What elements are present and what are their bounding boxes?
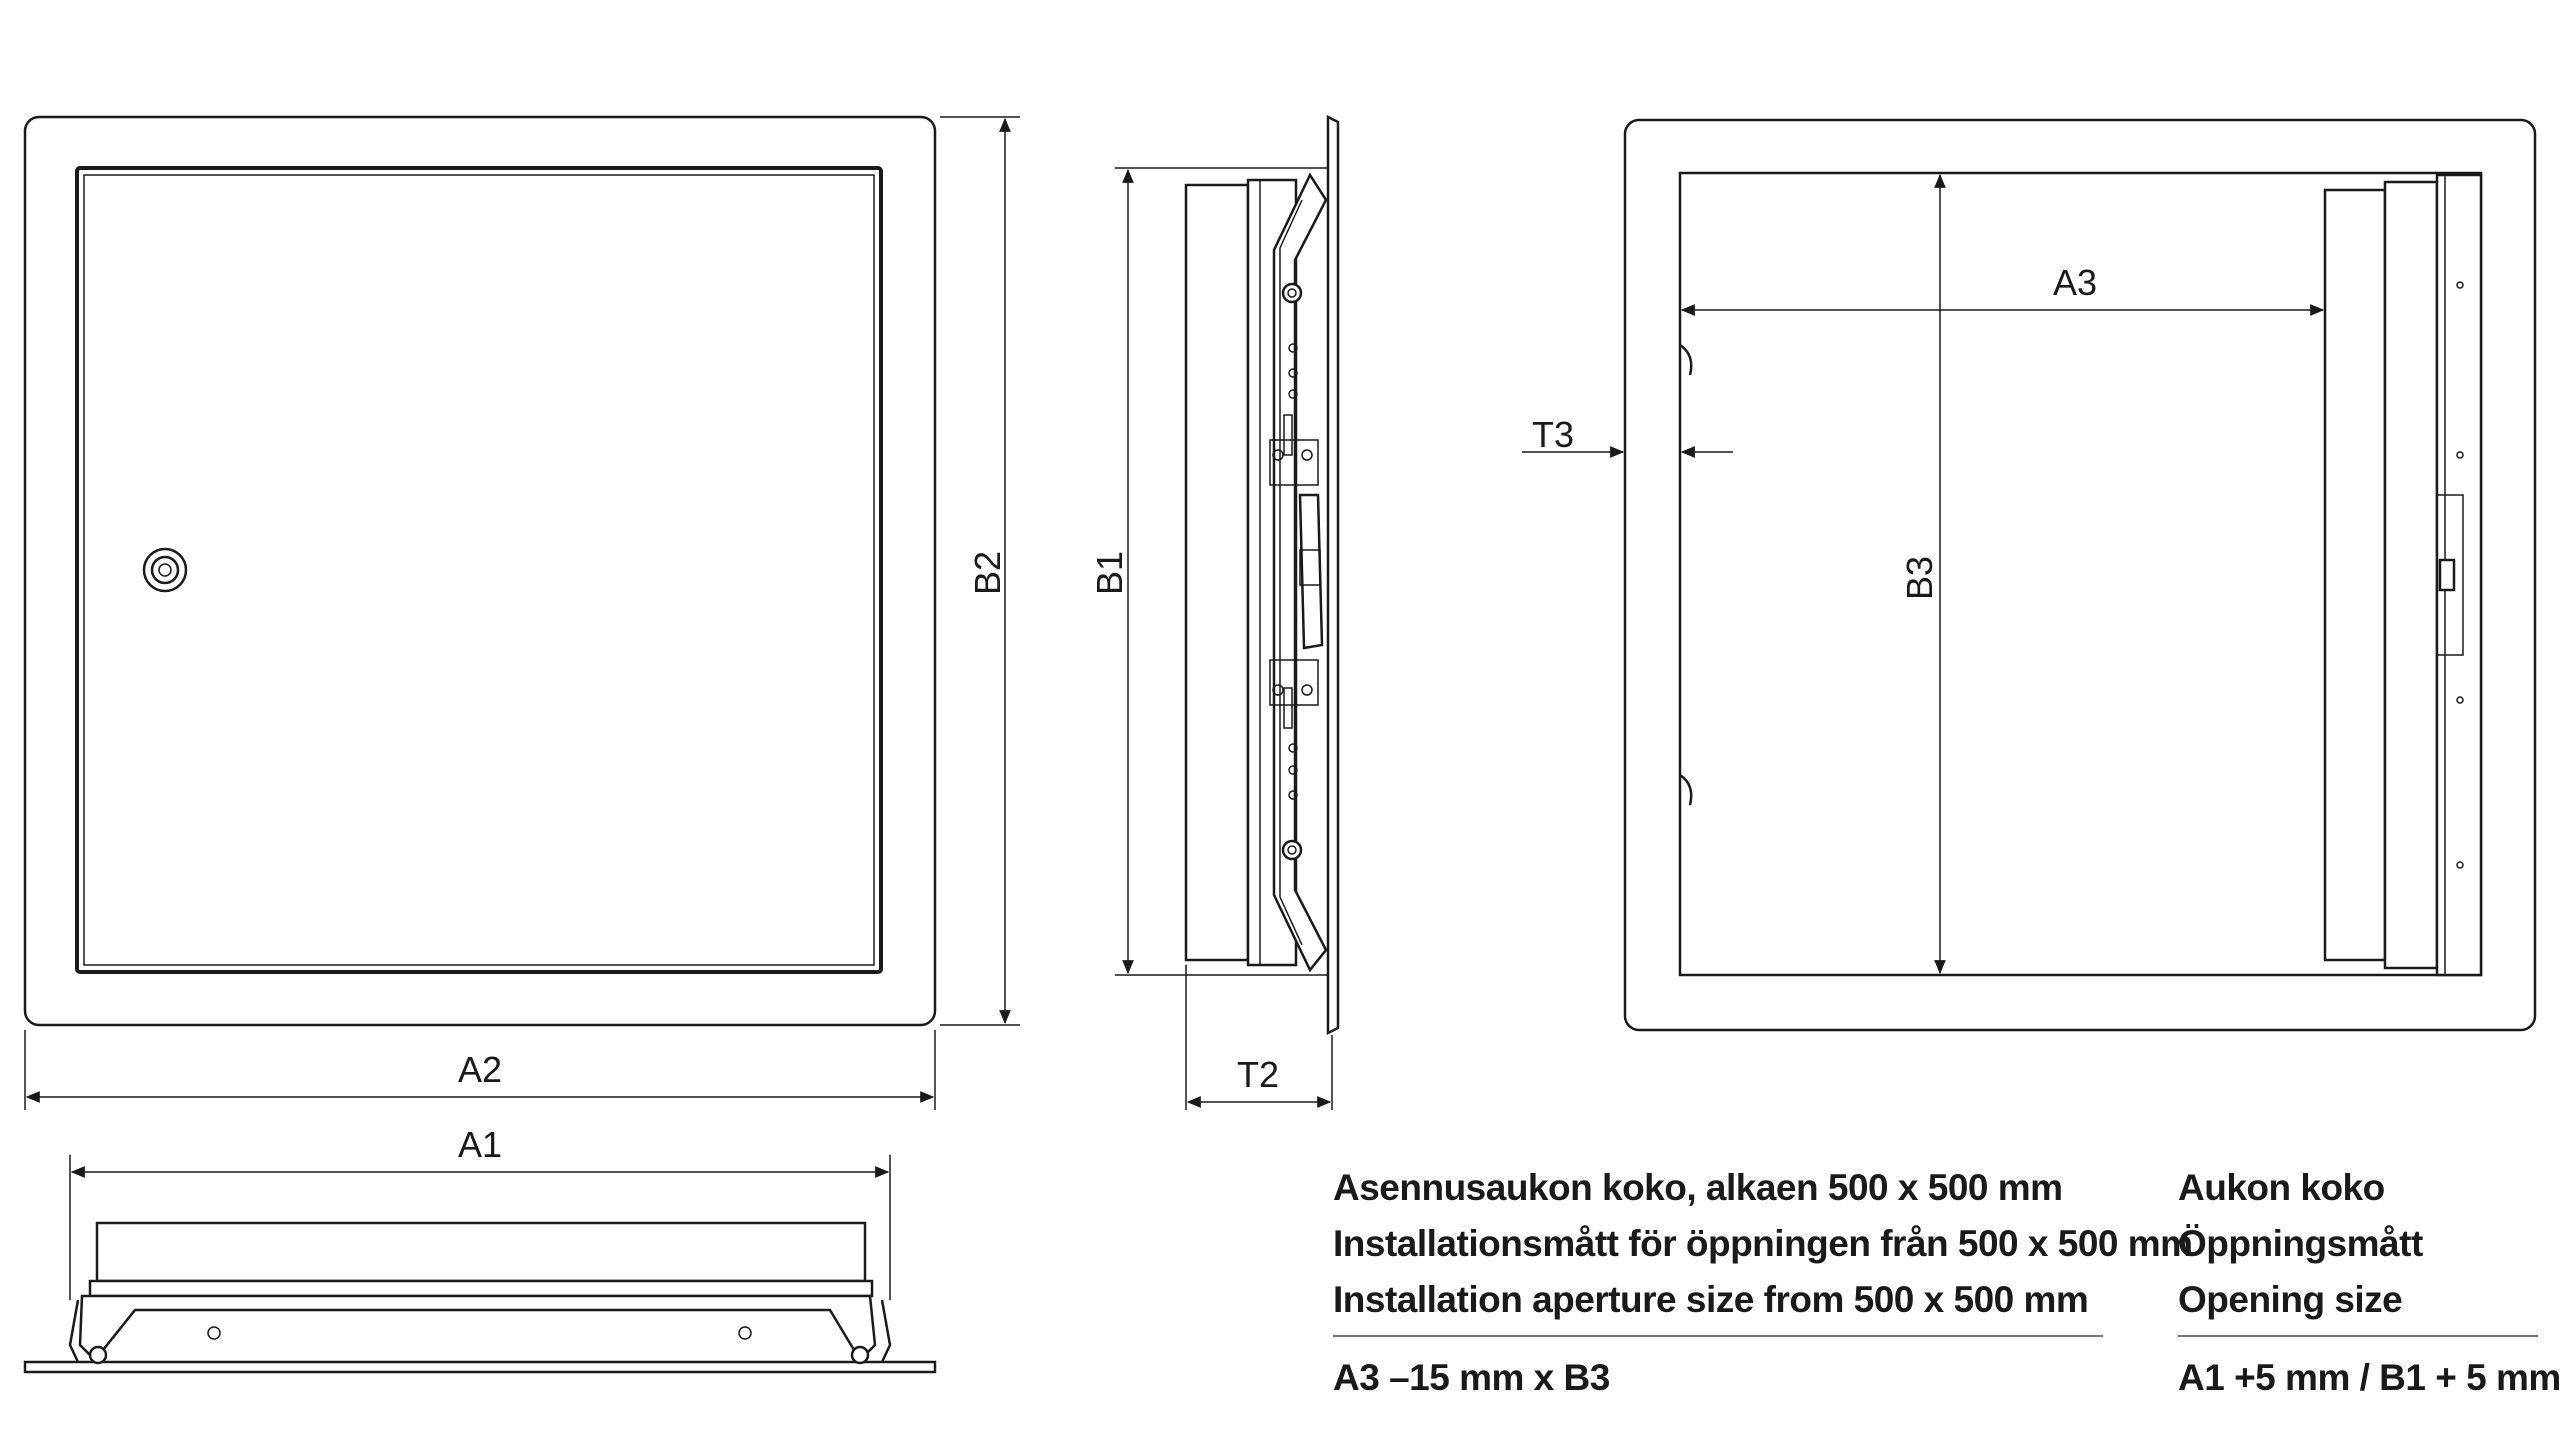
caption-right-formula: A1 +5 mm / B1 + 5 mm [2178,1357,2560,1398]
side-section-view: B1 T2 [1089,114,1340,1110]
dim-b2-label: B2 [967,551,1008,595]
front-door-panel [75,166,883,974]
dim-t2-label: T2 [1237,1054,1279,1095]
caption-left-swedish: Installationsmått för öppningen från 500… [1333,1223,2193,1264]
caption-right-divider [2178,1335,2538,1337]
top-flange [23,1360,937,1374]
caption-installation-aperture: Asennusaukon koko, alkaen 500 x 500 mm I… [1333,1160,2193,1328]
caption-left-english: Installation aperture size from 500 x 50… [1333,1279,2089,1320]
top-section-view: A1 [23,1124,937,1374]
dim-t3-label: T3 [1532,414,1574,455]
dim-a2-label: A2 [458,1049,502,1090]
front-door-inner-edge [83,174,875,966]
side-frame-body [1184,183,1250,962]
dim-b1-label: B1 [1089,551,1130,595]
side-hinge-bracket [1272,172,1328,973]
top-hinge-profile [78,1294,877,1363]
dim-b3-label: B3 [1899,556,1940,600]
front-view: A2 B2 [23,115,1020,1110]
dim-a1-label: A1 [458,1124,502,1165]
caption-left-finnish: Asennusaukon koko, alkaen 500 x 500 mm [1333,1167,2063,1208]
caption-left-divider [1333,1335,2103,1337]
caption-right-swedish: Öppningsmått [2178,1223,2423,1264]
side-flange [1326,114,1340,1036]
dim-a3-label: A3 [2053,262,2097,303]
caption-right-finnish: Aukon koko [2178,1167,2385,1208]
caption-left-formula: A3 –15 mm x B3 [1333,1357,1610,1398]
lock-icon [142,547,188,593]
caption-opening-size: Aukon koko Öppningsmått Opening size [2178,1160,2423,1328]
caption-right-english: Opening size [2178,1279,2403,1320]
rear-view: A3 B3 T3 [1522,118,2537,1032]
